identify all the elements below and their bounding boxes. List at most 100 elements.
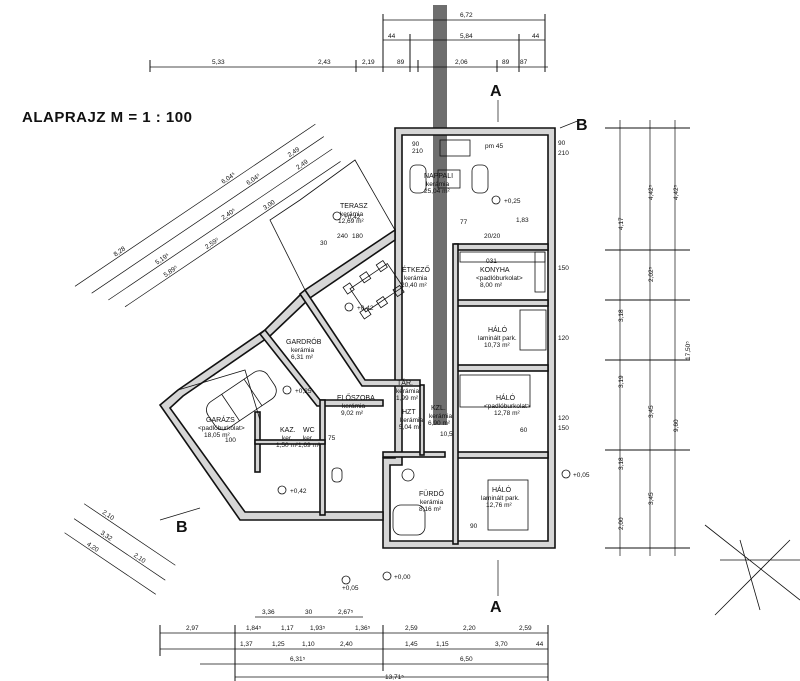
wing-wall bbox=[298, 288, 421, 387]
dim-text: 6,31⁵ bbox=[290, 656, 306, 663]
room-label-eloszoba: ELŐSZOBA kerámia 9,02 m² bbox=[337, 393, 375, 417]
sink bbox=[401, 468, 415, 482]
svg-text:8,16 m²: 8,16 m² bbox=[419, 506, 442, 513]
dim-text: 180 bbox=[352, 233, 363, 240]
svg-text:kerámia: kerámia bbox=[400, 417, 424, 424]
level-text: +0,25 bbox=[295, 388, 312, 395]
level-marker-icon bbox=[382, 571, 392, 581]
svg-text:9,02 m²: 9,02 m² bbox=[341, 410, 364, 417]
dim-text: 2,97 bbox=[186, 625, 199, 632]
svg-text:12,78 m²: 12,78 m² bbox=[494, 410, 520, 417]
inner-wall bbox=[454, 299, 549, 307]
room-label-halo2: HÁLÓ <padlóburkolat> 12,78 m² bbox=[484, 393, 531, 417]
svg-text:8,00 m²: 8,00 m² bbox=[480, 282, 503, 289]
level-text: +0,00 bbox=[394, 574, 411, 581]
level-text: +0,42 bbox=[344, 214, 361, 221]
dim-text: 44 bbox=[536, 641, 544, 648]
section-label: A bbox=[490, 83, 502, 100]
dim-text: 44 bbox=[388, 33, 396, 40]
level-marker-icon bbox=[277, 485, 287, 495]
svg-text:kerámia: kerámia bbox=[426, 181, 450, 188]
dim-text: 77 bbox=[460, 219, 468, 226]
dim-text: pm 45 bbox=[485, 143, 503, 150]
inner-wall bbox=[382, 451, 446, 458]
dim-text: 1,93⁵ bbox=[310, 625, 326, 632]
inner-wall bbox=[319, 399, 326, 516]
svg-text:18,05 m²: 18,05 m² bbox=[204, 432, 230, 439]
svg-text:GARDRÓB: GARDRÓB bbox=[286, 337, 322, 346]
dim-text: 75 bbox=[328, 435, 336, 442]
svg-text:ker.: ker. bbox=[303, 435, 314, 442]
room-label-garazs: GARÁZS <padlóburkolat> 18,05 m² bbox=[198, 415, 245, 439]
dim-text: 89 bbox=[397, 59, 405, 66]
dim-text: 5,89⁵ bbox=[163, 264, 180, 279]
svg-text:1,50 m²: 1,50 m² bbox=[276, 442, 299, 449]
garage-outline bbox=[177, 369, 261, 421]
level-marker-icon bbox=[344, 302, 354, 312]
dim-text: 2,00 bbox=[618, 517, 625, 530]
building-walls bbox=[158, 127, 556, 549]
dim-text: 2,59 bbox=[405, 625, 418, 632]
room-label-halo1: HÁLÓ laminált park. 10,73 m² bbox=[478, 325, 517, 349]
level-marker-icon bbox=[491, 195, 501, 205]
inner-wall bbox=[454, 451, 549, 459]
car bbox=[206, 370, 277, 431]
sofa bbox=[471, 164, 489, 194]
dim-text: 2,02⁵ bbox=[648, 266, 655, 282]
bed bbox=[519, 309, 547, 351]
svg-text:FÜRDŐ: FÜRDŐ bbox=[419, 489, 444, 498]
dim-text: 1,17 bbox=[281, 625, 294, 632]
dim-text: 6,50 bbox=[460, 656, 473, 663]
dim-text: 20/20 bbox=[484, 233, 501, 240]
svg-text:12,69 m²: 12,69 m² bbox=[338, 218, 364, 225]
svg-text:TERASZ: TERASZ bbox=[340, 203, 368, 210]
svg-text:1,99 m²: 1,99 m² bbox=[396, 395, 419, 402]
dim-text: 90 bbox=[470, 523, 478, 530]
dim-text: 2,43 bbox=[318, 59, 331, 66]
coffee-table bbox=[437, 169, 461, 189]
svg-text:kerámia: kerámia bbox=[291, 347, 315, 354]
svg-text:KONYHA: KONYHA bbox=[480, 267, 510, 274]
dim-text: 150 bbox=[558, 425, 569, 432]
dim-text: 1,84⁵ bbox=[246, 625, 262, 632]
dim-text: 2,59 bbox=[519, 625, 532, 632]
dim-text: 100 bbox=[225, 437, 236, 444]
level-text: +0,25 bbox=[504, 198, 521, 205]
dim-text: 1,36⁵ bbox=[355, 625, 371, 632]
svg-text:<padlóburkolat>: <padlóburkolat> bbox=[476, 275, 523, 282]
plan-title: ALAPRAJZ M = 1 : 100 bbox=[22, 109, 192, 126]
right-dimension-lines: 4,17 4,42⁵ 4,42⁵ 2,02⁵ 3,18 3,19 3,45 9,… bbox=[605, 120, 692, 556]
dim-text: 5,84 bbox=[460, 33, 473, 40]
svg-text:kerámia: kerámia bbox=[396, 388, 420, 395]
room-label-hzt: HZT kerámia 5,04 m² bbox=[399, 409, 424, 431]
dim-text: 5,19⁵ bbox=[154, 252, 171, 267]
dim-text: 3,18 bbox=[618, 457, 625, 470]
section-label: A bbox=[490, 599, 502, 616]
svg-text:<padlóburkolat>: <padlóburkolat> bbox=[484, 403, 531, 410]
bed bbox=[487, 479, 529, 531]
level-marker-icon bbox=[341, 575, 351, 585]
dim-text: 031 bbox=[486, 258, 497, 265]
dim-text: 150 bbox=[558, 265, 569, 272]
svg-text:10,73 m²: 10,73 m² bbox=[484, 342, 510, 349]
level-marker-icon bbox=[332, 211, 342, 221]
dim-text: 30 bbox=[305, 609, 313, 616]
room-label-wc: WC ker. 1,69 m² bbox=[298, 427, 321, 449]
svg-text:laminált park.: laminált park. bbox=[478, 335, 517, 342]
dim-text: 2,20 bbox=[463, 625, 476, 632]
svg-text:6,31 m²: 6,31 m² bbox=[291, 354, 314, 361]
bottom-dimension-lines: 3,36 30 2,67⁵ 2,97 1,84⁵ 1,17 1,93⁵ 1,36… bbox=[159, 609, 549, 681]
dim-text: 3,18 bbox=[618, 309, 625, 322]
svg-text:kerámia: kerámia bbox=[342, 403, 366, 410]
inner-wall bbox=[419, 384, 425, 456]
dim-text: 120 bbox=[558, 335, 569, 342]
bathtub bbox=[392, 504, 426, 536]
inner-wall bbox=[454, 364, 549, 372]
dim-text: 6,72 bbox=[460, 12, 473, 19]
outer-wall bbox=[382, 127, 556, 549]
room-label-halo3: HÁLÓ laminált park. 12,76 m² bbox=[481, 485, 520, 509]
svg-text:<padlóburkolat>: <padlóburkolat> bbox=[198, 425, 245, 432]
svg-text:kerámia: kerámia bbox=[340, 211, 364, 218]
svg-text:25,04 m²: 25,04 m² bbox=[424, 188, 450, 195]
dim-text: 240 bbox=[337, 233, 348, 240]
